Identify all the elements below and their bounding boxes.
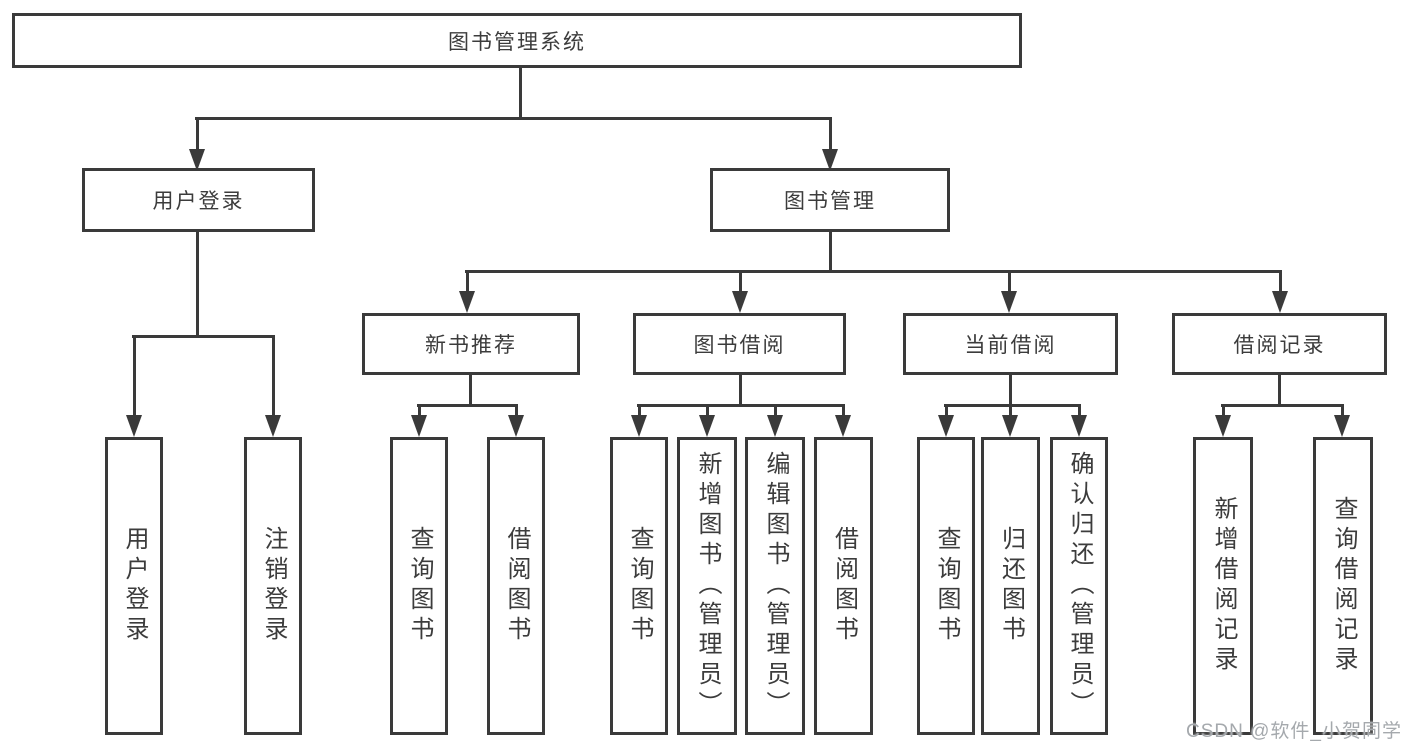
node-label: 注销登录 [260,526,287,646]
connector-line [1009,404,1012,419]
arrow-down-icon [411,415,427,437]
node-leaf-query-books-3: 查询图书 [917,437,975,735]
node-leaf-borrow-books-2: 借阅图书 [814,437,873,735]
connector-line [515,404,518,419]
node-borrow-records: 借阅记录 [1172,313,1387,375]
arrow-down-icon [1001,291,1017,313]
connector-line [1221,404,1344,407]
connector-line [944,404,1081,407]
arrow-down-icon [835,415,851,437]
node-leaf-add-book-admin: 新增图书（管理员） [677,437,737,735]
node-label: 查询借阅记录 [1330,496,1357,676]
arrow-down-icon [732,291,748,313]
node-leaf-edit-book-admin: 编辑图书（管理员） [745,437,805,735]
connector-line [829,232,832,272]
node-current-borrowing: 当前借阅 [903,313,1118,375]
node-label: 查询图书 [933,526,960,646]
arrow-down-icon [1002,415,1018,437]
connector-line [1009,374,1012,407]
arrow-down-icon [1215,415,1231,437]
connector-line [1008,270,1011,295]
node-leaf-return-book: 归还图书 [981,437,1040,735]
node-label: 新书推荐 [425,334,517,357]
node-label: 确认归还（管理员） [1066,451,1093,721]
connector-line [469,374,472,407]
connector-line [706,404,709,419]
node-label: 图书管理 [784,190,876,213]
arrow-down-icon [1272,291,1288,313]
node-label: 新增借阅记录 [1210,496,1237,676]
connector-line [1078,404,1081,419]
node-leaf-query-books-2: 查询图书 [610,437,668,735]
node-leaf-query-borrow-record: 查询借阅记录 [1313,437,1373,735]
node-label: 新增图书（管理员） [694,451,721,721]
connector-line [1278,374,1281,407]
connector-line [774,404,777,419]
arrow-down-icon [126,415,142,437]
node-leaf-borrow-books-1: 借阅图书 [487,437,545,735]
node-leaf-user-login: 用户登录 [105,437,163,735]
node-label: 借阅记录 [1233,334,1326,357]
node-label: 查询图书 [626,526,653,646]
node-label: 图书借阅 [693,334,786,357]
arrow-down-icon [631,415,647,437]
node-label: 借阅图书 [503,526,530,646]
node-leaf-query-books-1: 查询图书 [390,437,448,735]
connector-line [132,335,274,338]
arrow-down-icon [1334,415,1350,437]
connector-line [739,270,742,295]
node-label: 当前借阅 [964,334,1057,357]
connector-line [829,117,832,153]
connector-line [465,270,1282,273]
arrow-down-icon [767,415,783,437]
connector-line [195,117,832,120]
connector-line [466,270,469,295]
connector-line [418,404,421,419]
arrow-down-icon [189,149,205,171]
connector-line [1222,404,1225,419]
node-label: 借阅图书 [830,526,858,646]
connector-line [196,232,199,337]
connector-line [842,404,845,419]
node-book-borrowing: 图书借阅 [633,313,846,375]
connector-line [945,404,948,419]
arrow-down-icon [1071,415,1087,437]
connector-line [272,335,275,419]
node-system-root: 图书管理系统 [12,13,1022,68]
node-label: 编辑图书（管理员） [762,451,789,721]
connector-line [133,335,136,419]
arrow-down-icon [699,415,715,437]
connector-line [417,404,518,407]
arrow-down-icon [459,291,475,313]
arrow-down-icon [822,149,838,171]
node-leaf-confirm-return-admin: 确认归还（管理员） [1050,437,1108,735]
connector-line [1341,404,1344,419]
connector-line [739,374,742,407]
arrow-down-icon [938,415,954,437]
connector-line [1279,270,1282,295]
watermark: CSDN @软件_小贺同学 [1186,721,1402,742]
connector-line [519,67,522,119]
node-label: 用户登录 [121,526,148,646]
node-label: 图书管理系统 [448,30,586,54]
arrow-down-icon [508,415,524,437]
node-label: 查询图书 [406,526,433,646]
connector-line [638,404,641,419]
node-leaf-add-borrow-record: 新增借阅记录 [1193,437,1253,735]
node-label: 归还图书 [997,526,1025,646]
connector-line [196,117,199,153]
node-label: 用户登录 [152,190,245,213]
connector-line [637,404,845,407]
arrow-down-icon [265,415,281,437]
node-new-book-recommend: 新书推荐 [362,313,580,375]
node-book-management: 图书管理 [710,168,950,232]
node-leaf-logout: 注销登录 [244,437,302,735]
node-user-login: 用户登录 [82,168,315,232]
